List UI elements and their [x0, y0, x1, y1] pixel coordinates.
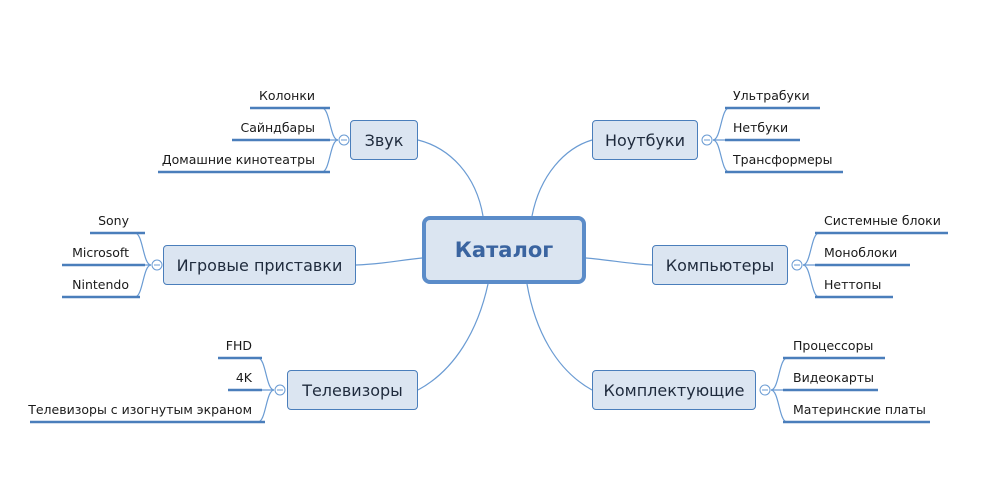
subtopic-laptops-convertibles[interactable]: Трансформеры: [733, 152, 833, 167]
link-central-computers: [585, 257, 653, 266]
subtopic-computers-nettops[interactable]: Неттопы: [824, 277, 882, 292]
subtopic-components-motherboards[interactable]: Материнские платы: [793, 402, 926, 417]
subtopic-tv-curved[interactable]: Телевизоры с изогнутым экраном: [28, 402, 252, 417]
topic-consoles[interactable]: Игровые приставки: [163, 245, 356, 285]
subtopic-sound-speakers[interactable]: Колонки: [258, 88, 315, 103]
link-central-components: [526, 283, 593, 391]
subtopic-computers-all-in-ones[interactable]: Моноблоки: [824, 245, 898, 260]
subtopic-computers-system-units[interactable]: Системные блоки: [824, 213, 941, 228]
topic-sound[interactable]: Звук: [350, 120, 418, 160]
subtopic-tv-4k[interactable]: 4K: [235, 370, 252, 385]
subtopic-consoles-microsoft[interactable]: Microsoft: [72, 245, 129, 260]
topic-computers[interactable]: Компьютеры: [652, 245, 788, 285]
central-topic[interactable]: Каталог: [422, 216, 586, 284]
link-central-laptops: [531, 139, 593, 217]
subtopic-components-gpus[interactable]: Видеокарты: [793, 370, 874, 385]
subtopic-sound-soundbars[interactable]: Сайндбары: [240, 120, 316, 135]
topic-tv[interactable]: Телевизоры: [287, 370, 418, 410]
link-central-tv: [417, 283, 489, 391]
subtopic-components-cpus[interactable]: Процессоры: [793, 338, 874, 353]
subtopic-consoles-sony[interactable]: Sony: [98, 213, 129, 228]
link-central-sound: [417, 139, 484, 217]
topic-components[interactable]: Комплектующие: [592, 370, 756, 410]
subtopic-consoles-nintendo[interactable]: Nintendo: [72, 277, 129, 292]
link-central-consoles: [355, 257, 423, 266]
subtopic-laptops-ultrabooks[interactable]: Ультрабуки: [733, 88, 810, 103]
subtopic-sound-home-theaters[interactable]: Домашние кинотеатры: [161, 152, 315, 167]
topic-laptops[interactable]: Ноутбуки: [592, 120, 698, 160]
subtopic-laptops-netbooks[interactable]: Нетбуки: [733, 120, 789, 135]
subtopic-tv-fhd[interactable]: FHD: [225, 338, 252, 353]
